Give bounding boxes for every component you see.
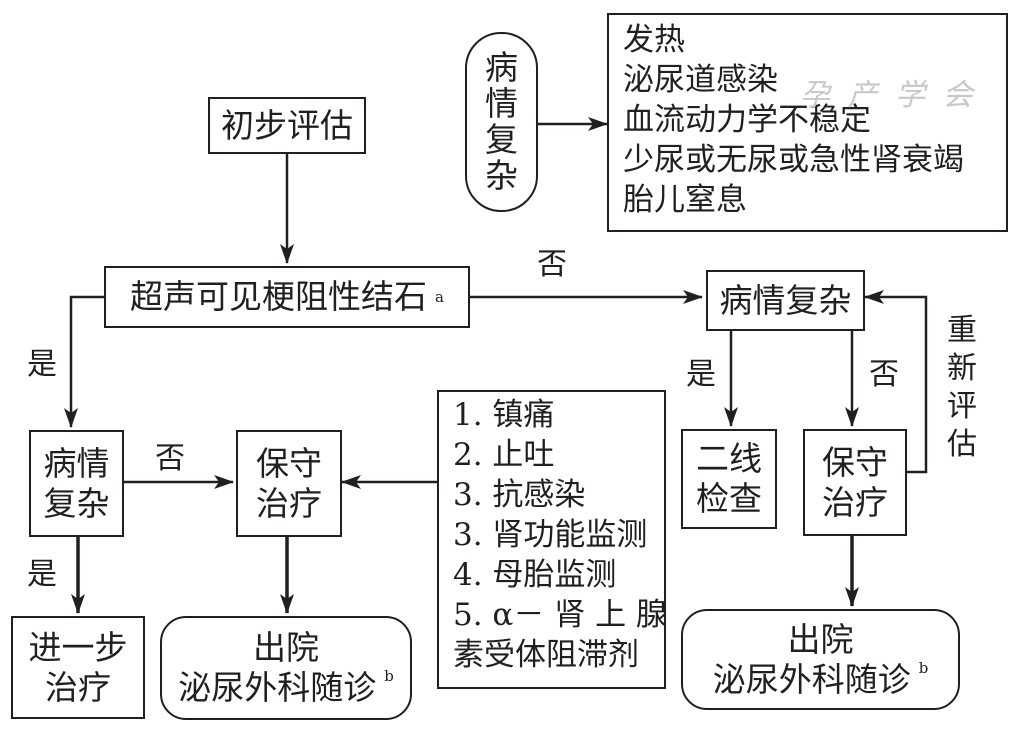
footnote-b: b	[918, 658, 929, 677]
initial-evaluation-box: 初步评估	[208, 97, 366, 154]
discharge-right-line2: 泌尿外科随诊	[712, 659, 911, 699]
reassess-char: 重	[947, 313, 977, 348]
condition-item: 血流动力学不稳定	[623, 102, 871, 138]
conservative-treatment-left-box: 保守 治疗	[236, 430, 342, 537]
condition-item: 少尿或无尿或急性肾衰竭	[623, 142, 964, 178]
complex-top-char: 杂	[485, 156, 518, 195]
label-no-top: 否	[537, 247, 567, 282]
footnote-b: b	[384, 667, 394, 685]
label-yes-right: 是	[686, 357, 716, 392]
further-treatment-line: 治疗	[45, 667, 111, 707]
arrow-reassess	[864, 290, 928, 474]
complex-conditions-box: 发热 泌尿道感染 血流动力学不稳定 少尿或无尿或急性肾衰竭 胎儿窒息	[607, 13, 1008, 232]
condition-item: 发热	[623, 22, 685, 58]
complex-top-char: 情	[485, 84, 518, 123]
discharge-left-line2: 泌尿外科随诊	[178, 668, 377, 707]
discharge-left-box: 出院 泌尿外科随诊 b	[160, 616, 412, 720]
complex-top-char: 复	[485, 120, 518, 159]
condition-item: 胎儿窒息	[623, 182, 747, 218]
complex-condition-right-box: 病情复杂	[706, 270, 865, 331]
arrow-ultrasound-yes	[64, 295, 104, 428]
complex-top-char: 病	[485, 48, 518, 87]
second-line-line: 检查	[696, 479, 762, 518]
complex-left-line: 复杂	[43, 483, 110, 523]
conservative-treatment-right-box: 保守 治疗	[803, 429, 907, 536]
conservative-left-line: 保守	[256, 443, 322, 483]
treatment-item: 素受体阻滞剂	[453, 637, 639, 673]
discharge-right-box: 出院 泌尿外科随诊 b	[681, 609, 960, 710]
label-no-left: 否	[155, 441, 185, 476]
reassess-char: 新	[947, 351, 977, 386]
watermark: 孕 产 学 会	[800, 78, 977, 113]
treatment-item: 1. 镇痛	[453, 397, 555, 433]
treatment-item: 5. α－ 肾 上 腺	[453, 597, 667, 633]
ultrasound-label: 超声可见梗阻性结石	[130, 277, 428, 316]
initial-evaluation-label: 初步评估	[221, 105, 353, 145]
label-reassess: 重 新 评 估	[947, 312, 977, 464]
second-line-exam-box: 二线 检查	[681, 429, 777, 529]
complex-right-label: 病情复杂	[719, 280, 852, 320]
treatment-item: 4. 母胎监测	[453, 557, 617, 593]
reassess-char: 估	[947, 427, 977, 462]
label-yes-left-bottom: 是	[27, 557, 57, 592]
reassess-char: 评	[947, 389, 977, 424]
label-yes-left: 是	[27, 347, 57, 382]
further-treatment-box: 进一步 治疗	[11, 616, 145, 719]
complex-condition-pill: 病 情 复 杂	[465, 32, 538, 212]
further-treatment-line: 进一步	[28, 627, 128, 667]
complex-left-line: 病情	[43, 443, 110, 483]
treatment-item: 3. 肾功能监测	[453, 517, 648, 553]
discharge-left-line1: 出院	[253, 628, 319, 667]
conservative-left-line: 治疗	[256, 483, 322, 523]
discharge-right-line1: 出院	[787, 619, 854, 659]
condition-item: 泌尿道感染	[623, 62, 778, 98]
complex-condition-left-box: 病情 复杂	[29, 430, 124, 537]
treatment-item: 2. 止吐	[453, 437, 555, 473]
treatment-list-box: 1. 镇痛 2. 止吐 3. 抗感染 3. 肾功能监测 4. 母胎监测 5. α…	[437, 390, 667, 689]
label-no-right: 否	[869, 357, 899, 392]
treatment-item: 3. 抗感染	[453, 477, 586, 513]
conservative-right-line: 治疗	[822, 482, 888, 522]
conservative-right-line: 保守	[822, 442, 888, 482]
second-line-line: 二线	[696, 439, 762, 478]
